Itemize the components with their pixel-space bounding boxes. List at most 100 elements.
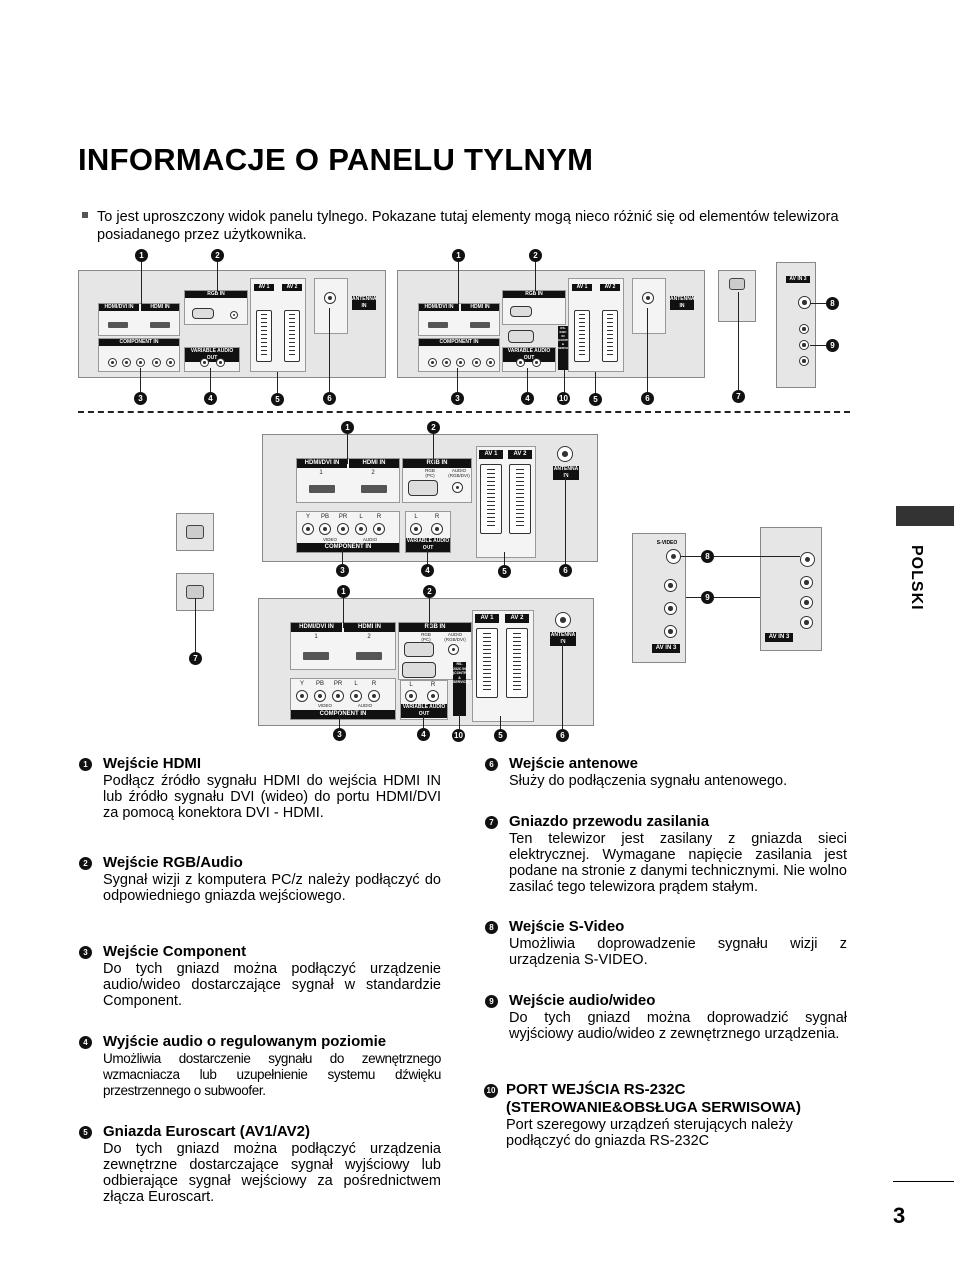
item-body: Do tych gniazd można podłączyć urządzeni… (103, 961, 441, 1009)
item-body: Sygnał wizji z komputera PC/z należy pod… (103, 872, 441, 904)
rgb-audio-jack-a (230, 311, 238, 319)
item-title: Wejście audio/wideo (509, 992, 656, 1009)
rgb-pc-label-c: RGB (PC) (425, 468, 435, 478)
item-number: 5 (79, 1126, 92, 1139)
leader-line (564, 370, 565, 392)
comp-video-label-d: VIDEO (317, 703, 332, 708)
comp-jack-pr-b (456, 358, 465, 367)
leader-line (595, 372, 596, 394)
comp-jack-pb-b (442, 358, 451, 367)
item-component: 3 Wejście Component Do tych gniazd można… (79, 943, 441, 1009)
item-rgb-audio: 2 Wejście RGB/Audio Sygnał wizji z kompu… (79, 854, 441, 904)
var-audio-jack-r-a (216, 358, 225, 367)
scart-av1-a (256, 310, 272, 362)
leader-line (210, 368, 211, 392)
item-body: Do tych gniazd można doprowadzić sygnał … (509, 1010, 847, 1042)
callout-3: 3 (451, 392, 464, 405)
var-audio-jack-l-d (405, 690, 417, 702)
av3-jack-r-left (664, 625, 677, 638)
leader-line (535, 262, 536, 292)
scart-av1-b (574, 310, 590, 362)
av2-label-c: AV 2 (508, 450, 532, 459)
leader-line (277, 372, 278, 394)
hdmi-port-2-num-d: 2 (367, 634, 371, 640)
callout-7: 7 (732, 390, 745, 403)
leader-line (343, 598, 344, 628)
callout-6: 6 (323, 392, 336, 405)
leader-line (458, 262, 459, 306)
comp-jack-y-c (302, 523, 314, 535)
hdmi-label-b: HDMI IN (461, 304, 499, 311)
antenna-jack-a (324, 292, 336, 304)
item-title: Gniazda Euroscart (AV1/AV2) (103, 1123, 310, 1140)
callout-1: 1 (135, 249, 148, 262)
leader-line (423, 714, 424, 728)
item-audio-video: 9 Wejście audio/wideo Do tych gniazd moż… (485, 992, 847, 1042)
rs232c-label-b: RS-232C IN (CONTROL & SERVICE) (558, 326, 574, 370)
hdmi-dvi-label-d: HDMI/DVI IN (291, 623, 342, 632)
leader-line (738, 292, 739, 390)
language-tab (896, 506, 954, 526)
antenna-block-b (632, 278, 666, 334)
var-audio-jack-l-b (516, 358, 525, 367)
callout-6: 6 (556, 729, 569, 742)
leader-line (565, 474, 566, 564)
item-euroscart: 5 Gniazda Euroscart (AV1/AV2) Do tych gn… (79, 1123, 441, 1205)
item-title-line2: (STEROWANIE&OBSŁUGA SERWISOWA) (506, 1099, 802, 1116)
comp-jack-l-c (355, 523, 367, 535)
var-audio-jack-l-c (410, 523, 422, 535)
leader-line (339, 714, 340, 728)
hdmi-port-2-c (361, 485, 387, 493)
comp-jack-r-a (166, 358, 175, 367)
item-rs232c: 10 PORT WEJŚCIA RS-232C (STEROWANIE&OBSŁ… (484, 1081, 848, 1149)
hdmi-port-2-b (470, 322, 490, 328)
intro-note: To jest uproszczony widok panelu tylnego… (82, 208, 842, 244)
leader-line (195, 598, 196, 652)
component-label-d: COMPONENT IN (291, 710, 395, 719)
hdmi-label-d: HDMI IN (344, 623, 395, 632)
av3-jack-video-top (799, 324, 809, 334)
leader-line (342, 548, 343, 564)
comp-l-label-d: L (354, 681, 358, 687)
comp-l-label-c: L (359, 514, 363, 520)
item-body: Podłącz źródło sygnału HDMI do wejścia H… (103, 773, 441, 821)
comp-jack-pb-d (314, 690, 326, 702)
var-l-label-d: L (409, 682, 413, 688)
leader-line (459, 714, 460, 729)
callout-4: 4 (204, 392, 217, 405)
item-hdmi: 1 Wejście HDMI Podłącz źródło sygnału HD… (79, 755, 441, 821)
callout-6: 6 (641, 392, 654, 405)
hdmi-dvi-label-c: HDMI/DVI IN (297, 459, 347, 468)
leader-line (714, 556, 800, 557)
var-r-label-c: R (434, 514, 440, 520)
comp-y-label-c: Y (305, 514, 310, 520)
rs232c-port-b (508, 330, 534, 343)
comp-pb-label-d: PB (315, 681, 324, 687)
callout-9: 9 (701, 591, 714, 604)
var-audio-label-a: VARIABLE AUDIO OUT (185, 348, 239, 362)
comp-y-label-d: Y (299, 681, 304, 687)
comp-audio-label-d: AUDIO (357, 703, 373, 708)
hdmi-port-1-num-c: 1 (319, 470, 323, 476)
page-number-rule (893, 1181, 954, 1182)
language-label: POLSKI (908, 545, 925, 611)
page-title: INFORMACJE O PANELU TYLNYM (78, 142, 594, 177)
item-number: 10 (484, 1084, 498, 1098)
comp-jack-pr-c (337, 523, 349, 535)
leader-line (562, 640, 563, 729)
av3-jack-l-left (664, 602, 677, 615)
comp-jack-l-d (350, 690, 362, 702)
av3-jack-r-top (799, 356, 809, 366)
comp-jack-y-d (296, 690, 308, 702)
hdmi-port-1-num-d: 1 (314, 634, 318, 640)
callout-1: 1 (452, 249, 465, 262)
av3-label-right: AV IN 3 (765, 633, 793, 642)
comp-jack-pr-a (136, 358, 145, 367)
comp-pr-label-c: PR (338, 514, 348, 520)
svideo-jack-top (798, 296, 811, 309)
callout-1: 1 (337, 585, 350, 598)
item-title: Wejście antenowe (509, 755, 638, 772)
scart-av2-d (506, 628, 528, 698)
hdmi-dvi-label-b: HDMI/DVI IN (419, 304, 459, 311)
leader-line (686, 597, 701, 598)
